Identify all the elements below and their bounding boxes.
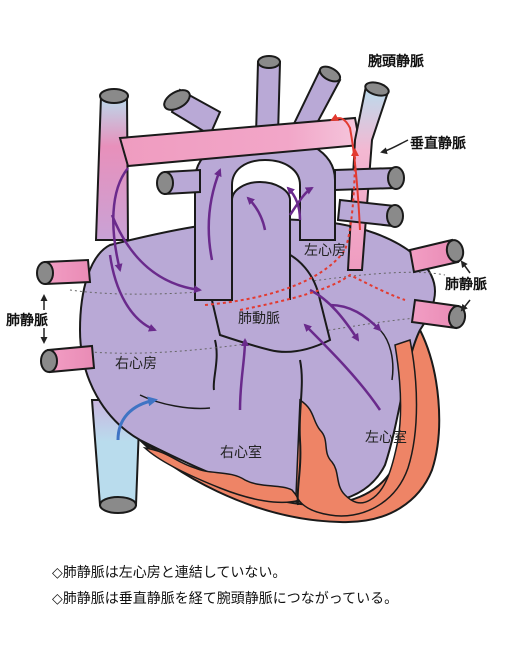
pulmonary-vein-left-lower-cap <box>40 349 58 373</box>
caption-line-2: ◇肺静脈は垂直静脈を経て腕頭静脈につながっている。 <box>52 591 399 607</box>
superior-vena-cava-cap <box>99 88 129 104</box>
inferior-vena-cava-cap <box>99 496 137 514</box>
label-pulmonary-veins-right: 肺静脈 <box>445 276 487 293</box>
right-branch-vessel-upper <box>334 166 396 192</box>
pulmonary-vein-left-upper-cap <box>36 261 54 285</box>
flow-arrow-aorta-up-mid <box>246 196 267 231</box>
flow-arrow-innom-to-aorta <box>110 214 202 294</box>
flow-arrow-lv-up <box>303 323 382 411</box>
label-right-ventricle: 右心室 <box>220 444 262 461</box>
caption-line-1: ◇肺静脈は左心房と連結していない。 <box>52 565 287 581</box>
flow-arrow-rv-up <box>238 338 249 411</box>
flow-arrow-aorta-up-right <box>286 186 302 221</box>
flow-arrow-svc-down <box>112 167 129 272</box>
left-branch-vessel-cap <box>156 171 174 195</box>
pointer-arrow-pv-right-lower <box>460 299 471 312</box>
right-branch-vessel-upper-cap <box>387 166 405 190</box>
left-carotid-artery-cap <box>257 55 281 69</box>
pointer-arrow-pv-right-upper <box>460 260 471 274</box>
left-subclavian-artery-cap <box>318 65 342 83</box>
flow-arrow-aorta-up-left <box>207 168 222 261</box>
label-left-ventricle: 左心室 <box>365 429 407 446</box>
flow-red-dotted-lower <box>239 273 406 311</box>
pointer-arrow-vertical-vein <box>380 139 409 155</box>
brachiocephalic-trunk-cap <box>163 89 191 111</box>
tricuspid-line <box>139 394 211 410</box>
label-pulmonary-artery: 肺動脈 <box>238 311 280 327</box>
label-vertical-vein: 垂直静脈 <box>410 135 466 152</box>
label-left-atrium: 左心房 <box>304 243 346 259</box>
pulmonary-vein-right-upper-cap <box>445 239 465 263</box>
flow-arrow-ra-to-rv <box>108 254 157 332</box>
flow-arrow-ivc-up <box>116 396 158 441</box>
left-ventricle-wall-edge <box>295 339 418 517</box>
flow-arrow-pa-right <box>288 186 314 216</box>
interventricular-septum <box>296 359 303 506</box>
right-branch-vessel-lower-cap <box>386 204 404 228</box>
mitral-line <box>379 329 394 381</box>
right-ventricle-wall-edge <box>142 446 302 504</box>
label-pulmonary-veins-left: 肺静脈 <box>6 312 48 329</box>
flow-red-dotted-to-vertical-vein <box>204 148 359 306</box>
flow-arrow-la-to-lv <box>329 303 382 332</box>
flow-red-vertical-vein-up <box>330 113 361 231</box>
superior-vena-cava <box>94 95 130 241</box>
ascending-aorta <box>231 180 291 300</box>
interatrial-septum <box>212 339 218 391</box>
vertical-vein-cap <box>364 81 390 97</box>
label-right-atrium: 右心房 <box>115 356 157 372</box>
label-brachiocephalic-vein: 腕頭静脈 <box>368 53 424 70</box>
flow-arrow-la-down <box>309 288 360 342</box>
